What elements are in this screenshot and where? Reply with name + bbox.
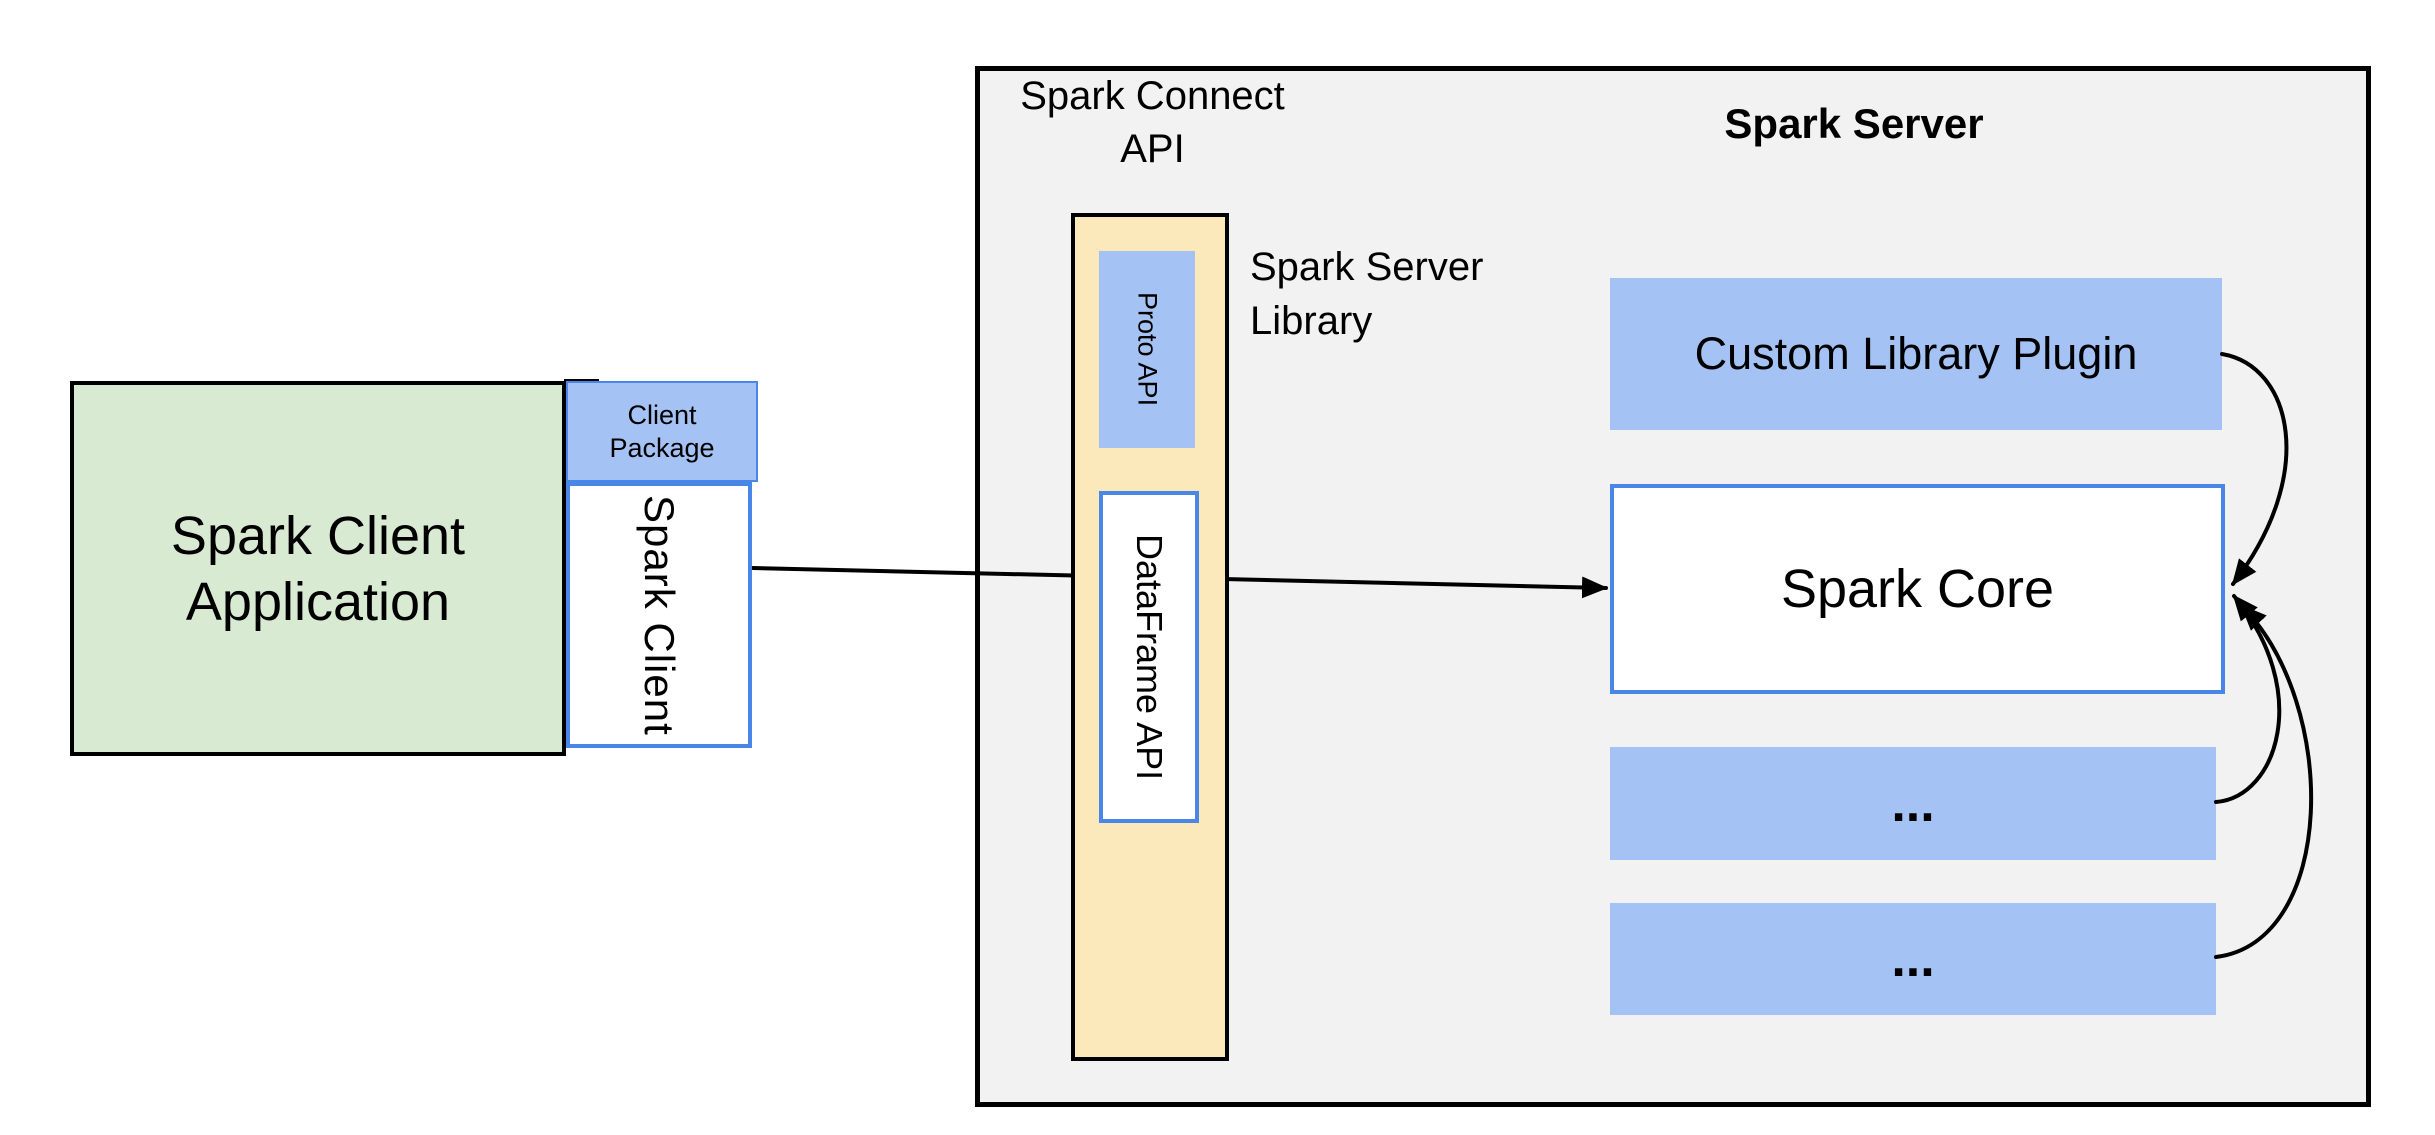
more-plugins-label-1: ... <box>1891 774 1935 833</box>
proto-api-label: Proto API <box>1132 292 1163 407</box>
more-plugins-box-1: ... <box>1610 747 2216 860</box>
spark-client-application-label: Spark Client Application <box>170 505 466 632</box>
proto-api-box: Proto API <box>1099 251 1195 448</box>
spark-server-library-label: Spark Server Library <box>1250 245 1484 343</box>
spark-core-box: Spark Core <box>1610 484 2225 694</box>
spark-client-application-box: Spark Client Application <box>70 381 566 756</box>
spark-connect-api-label: Spark Connect API <box>1020 74 1285 171</box>
spark-client-label: Spark Client <box>636 494 683 736</box>
spark-client-box: Spark Client <box>566 482 752 748</box>
custom-library-plugin-label: Custom Library Plugin <box>1694 328 2138 379</box>
client-package-label: Client Package <box>609 399 715 463</box>
spark-server-title: Spark Server <box>1724 100 1984 147</box>
custom-library-plugin-box: Custom Library Plugin <box>1610 278 2222 430</box>
spark-core-label: Spark Core <box>1780 559 2055 619</box>
more-plugins-box-2: ... <box>1610 903 2216 1015</box>
dataframe-api-box: DataFrame API <box>1099 491 1199 823</box>
dataframe-api-label: DataFrame API <box>1129 533 1170 781</box>
client-package-box: Client Package <box>566 381 758 482</box>
more-plugins-label-2: ... <box>1891 930 1935 988</box>
